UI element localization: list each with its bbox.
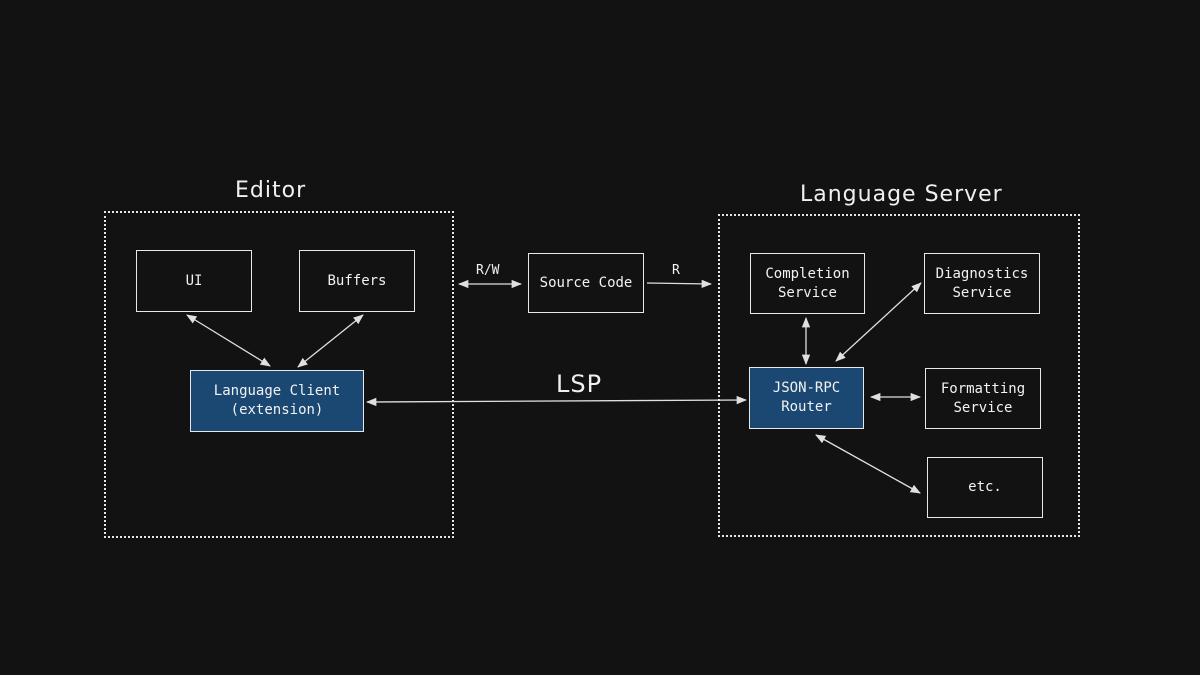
- edge-label-r: R: [672, 263, 680, 278]
- edge-buffers-client: [297, 314, 364, 368]
- edge-diagnostics-router: [835, 282, 922, 362]
- edge-ui-client: [186, 314, 271, 367]
- node-completion-service: Completion Service: [750, 253, 865, 314]
- edge-label-lsp: LSP: [556, 370, 603, 398]
- server-group-frame: [718, 214, 1080, 537]
- node-buffers: Buffers: [299, 250, 415, 312]
- node-diagnostics-service: Diagnostics Service: [924, 253, 1040, 314]
- node-json-rpc-router: JSON-RPC Router: [749, 367, 864, 429]
- node-language-client: Language Client (extension): [190, 370, 364, 432]
- node-formatting-service: Formatting Service: [925, 368, 1041, 429]
- editor-group-title: Editor: [235, 178, 307, 203]
- edge-label-rw: R/W: [476, 263, 500, 278]
- server-group-title: Language Server: [800, 182, 1003, 207]
- node-source-code: Source Code: [528, 253, 644, 313]
- node-etc: etc.: [927, 457, 1043, 518]
- node-ui: UI: [136, 250, 252, 312]
- edge-source-server: [646, 279, 713, 289]
- editor-group-frame: [104, 211, 454, 538]
- edge-client-router: [365, 395, 748, 407]
- edge-router-etc: [815, 434, 921, 494]
